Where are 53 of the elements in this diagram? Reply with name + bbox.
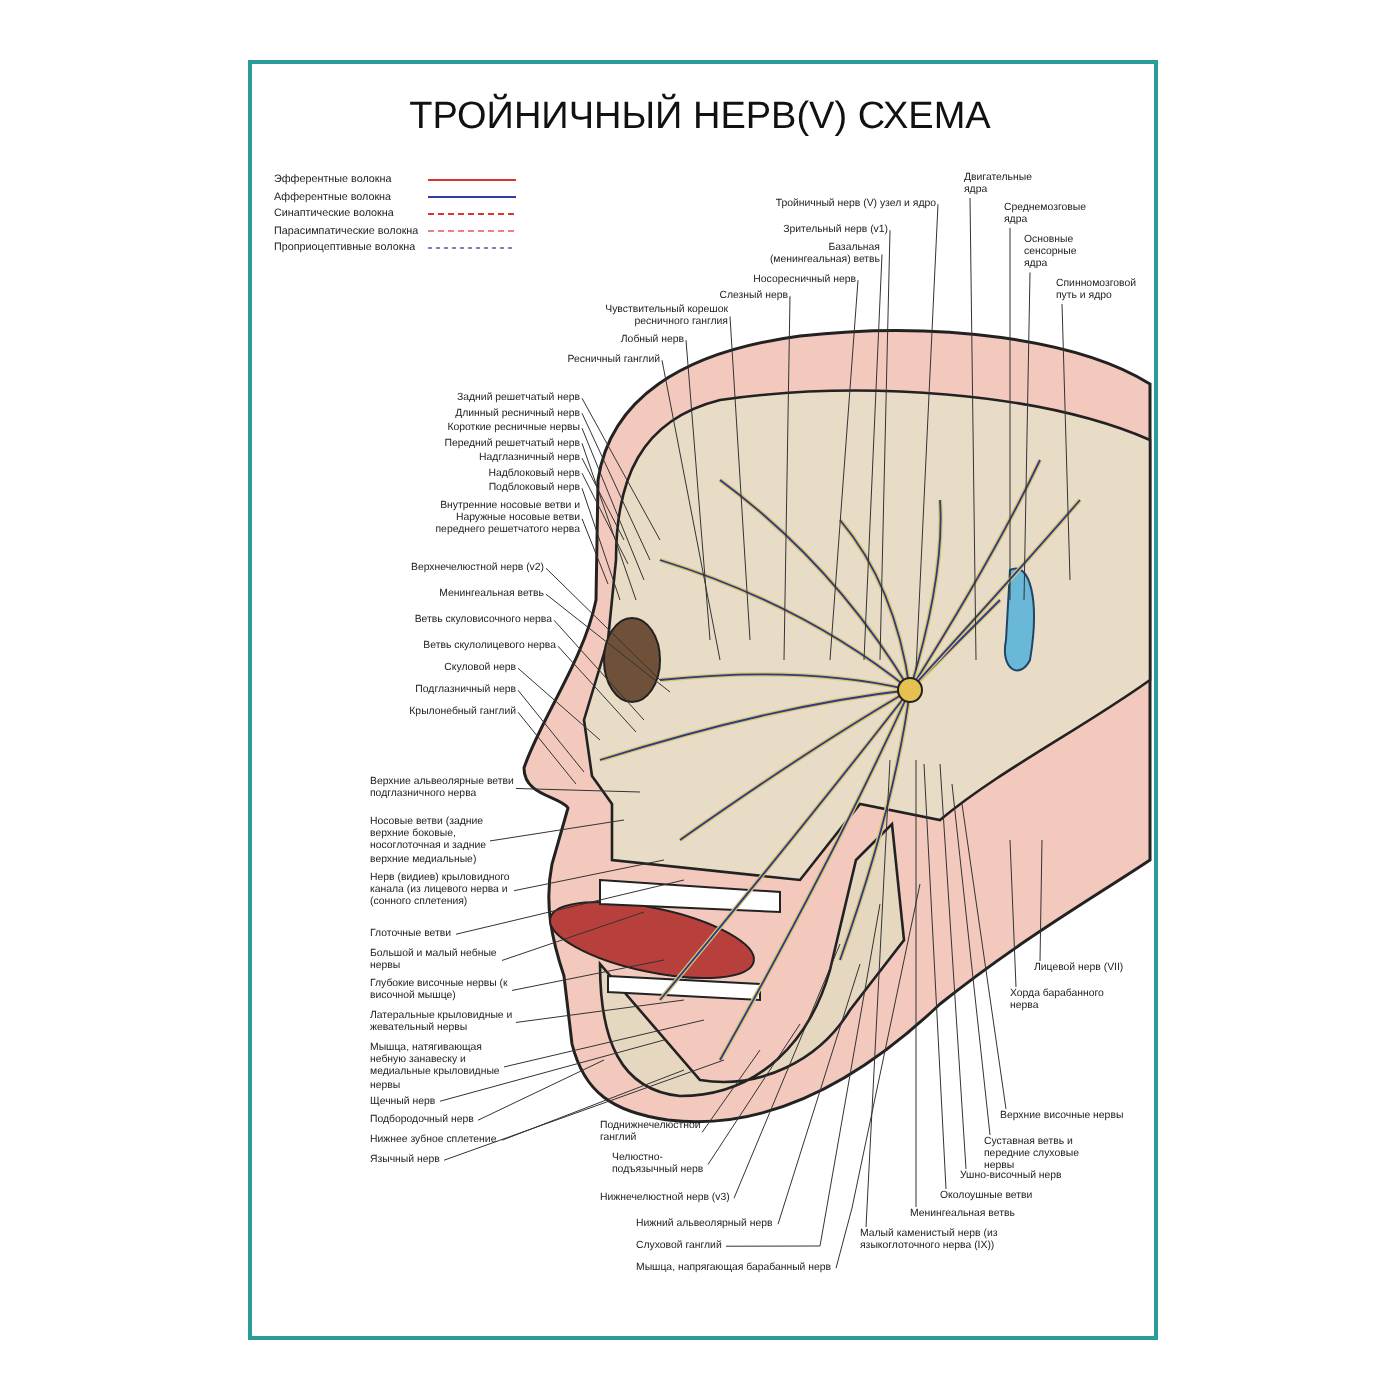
leader-line xyxy=(513,859,665,892)
leader-line xyxy=(701,1049,761,1133)
leader-line xyxy=(501,1069,685,1141)
leader-line xyxy=(939,763,967,1170)
leader-line xyxy=(553,619,645,721)
leader-line xyxy=(581,487,621,601)
leader-line xyxy=(829,279,859,661)
leader-line xyxy=(961,803,1007,1110)
leader-line xyxy=(777,963,861,1225)
leader-line xyxy=(863,253,883,661)
leader-line xyxy=(515,999,685,1023)
leader-line xyxy=(581,442,637,601)
leader-line xyxy=(581,457,625,541)
leader-line xyxy=(545,567,661,681)
leader-line xyxy=(969,197,977,661)
leader-line xyxy=(923,763,947,1190)
leader-line xyxy=(661,359,721,661)
leader-line xyxy=(517,667,601,741)
leader-line xyxy=(707,1023,801,1165)
leader-line xyxy=(1061,303,1071,581)
leader-line xyxy=(557,645,637,733)
leader-line xyxy=(443,1059,725,1161)
leader-line xyxy=(581,427,645,581)
leader-line xyxy=(501,911,645,961)
leader-line xyxy=(503,1019,705,1068)
diagram-title: ТРОЙНИЧНЫЙ НЕРВ(V) СХЕМА xyxy=(407,96,993,140)
leader-line xyxy=(951,783,991,1136)
leader-line xyxy=(685,339,711,641)
leader-line xyxy=(581,518,609,585)
leader-line xyxy=(729,315,751,641)
leader-line xyxy=(725,903,881,1247)
leader-line xyxy=(1039,839,1043,962)
leader-line xyxy=(511,959,665,991)
leader-line xyxy=(915,759,917,1208)
leader-line xyxy=(439,1039,665,1102)
leader-line xyxy=(581,412,651,561)
leader-line xyxy=(581,472,629,565)
leader-line xyxy=(517,689,585,773)
leader-line xyxy=(1009,839,1017,988)
leader-line xyxy=(1009,227,1011,601)
leader-line xyxy=(733,943,841,1199)
leader-line xyxy=(915,203,939,671)
leader-line xyxy=(783,295,791,661)
leader-line xyxy=(865,759,891,1228)
leader-line xyxy=(545,593,671,693)
leader-line xyxy=(879,229,891,661)
leader-line xyxy=(835,883,921,1269)
leader-line xyxy=(489,819,625,842)
leader-line xyxy=(455,879,685,935)
leader-line xyxy=(581,397,661,541)
leader-line xyxy=(517,711,577,785)
leader-line xyxy=(1023,271,1031,601)
leader-line xyxy=(477,1059,605,1121)
